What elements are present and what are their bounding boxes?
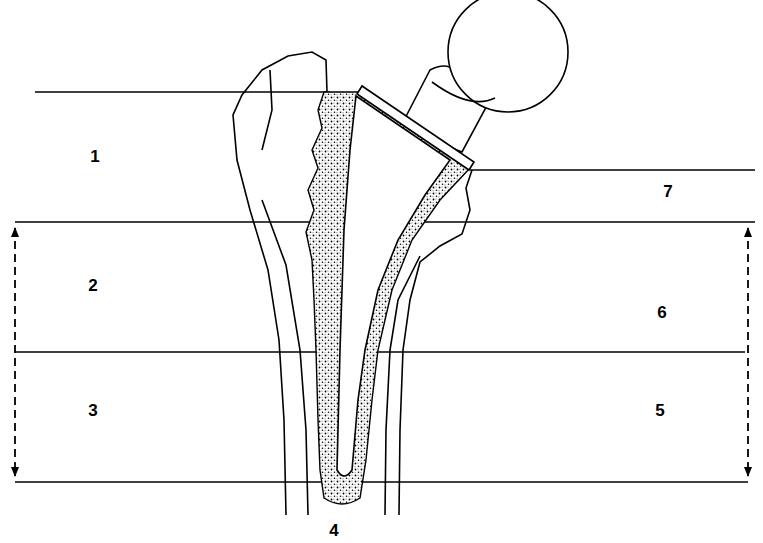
zone-number: 7 — [663, 183, 672, 200]
zone-number: 4 — [329, 522, 338, 539]
zone-number: 3 — [88, 402, 97, 419]
femoral-stem — [337, 96, 450, 476]
zone-number: 5 — [655, 402, 664, 419]
stem-collar — [357, 86, 474, 170]
zone-number: 6 — [657, 304, 666, 321]
femur-outline — [233, 52, 472, 515]
zone-number: 1 — [90, 148, 99, 165]
zone-number: 2 — [88, 277, 97, 294]
